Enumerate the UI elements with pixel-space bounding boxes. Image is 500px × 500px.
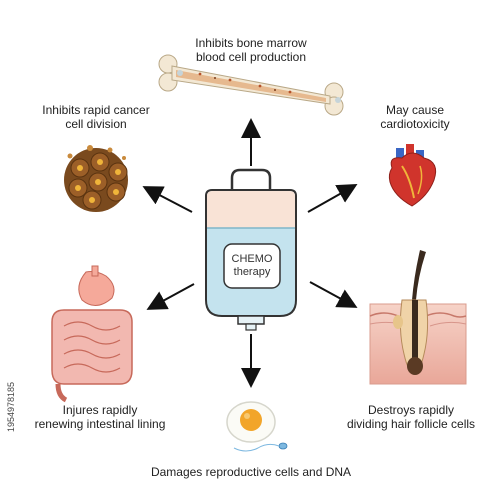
label-cardiotoxicity: May cause cardiotoxicity: [360, 103, 470, 131]
cancer-cells-illustration: [64, 145, 128, 212]
label-intestine-line1: Injures rapidly: [62, 403, 138, 417]
label-heart-line1: May cause: [385, 103, 445, 117]
label-hair-follicle: Destroys rapidly dividing hair follicle …: [334, 403, 488, 431]
label-cancer-line1: Inhibits rapid cancer: [42, 103, 150, 117]
chemo-bag: [205, 168, 297, 331]
hair-follicle-illustration: [369, 250, 467, 385]
label-bone-marrow: Inhibits bone marrow blood cell producti…: [180, 36, 322, 64]
label-cancer-cells: Inhibits rapid cancer cell division: [36, 103, 156, 131]
bag-port: [237, 315, 265, 325]
bag-label: CHEMO therapy: [224, 253, 280, 279]
bag-label-line1: CHEMO: [231, 253, 273, 265]
label-bone-line1: Inhibits bone marrow: [195, 36, 307, 50]
reproductive-cells-illustration: [226, 401, 288, 452]
arrow-cancer: [142, 186, 193, 213]
arrow-heart: [307, 184, 358, 213]
intestine-illustration: [51, 265, 133, 403]
heart-illustration: [388, 144, 437, 207]
label-reproductive-cells: Damages reproductive cells and DNA: [140, 465, 362, 479]
bag-label-box: [223, 243, 281, 289]
bag-hanger: [230, 168, 272, 192]
label-reproductive-line1: Damages reproductive cells and DNA: [150, 465, 352, 479]
arrows: [142, 118, 358, 388]
label-intestine-line2: renewing intestinal lining: [34, 417, 166, 431]
label-cancer-line2: cell division: [65, 117, 127, 131]
label-heart-line2: cardiotoxicity: [380, 117, 450, 131]
label-hair-line2: dividing hair follicle cells: [346, 417, 476, 431]
watermark-id: 1954978185: [6, 381, 16, 432]
bone-illustration: [158, 54, 344, 116]
label-intestinal-lining: Injures rapidly renewing intestinal lini…: [20, 403, 180, 431]
bag-label-line2: therapy: [233, 266, 271, 278]
label-bone-line2: blood cell production: [195, 50, 307, 64]
arrow-intestine: [146, 283, 195, 310]
label-hair-line1: Destroys rapidly: [367, 403, 455, 417]
arrow-hair: [309, 281, 358, 308]
bag-empty-area: [207, 191, 295, 228]
